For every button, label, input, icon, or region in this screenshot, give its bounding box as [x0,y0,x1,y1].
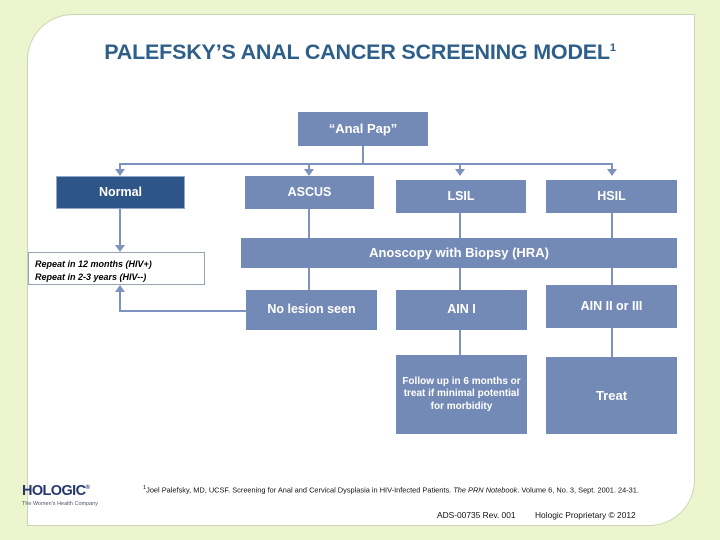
node-no-lesion-seen[interactable]: No lesion seen [246,290,377,330]
node-anoscopy-hra-label: Anoscopy with Biopsy (HRA) [369,245,549,261]
node-ain-1-label: AIN I [447,302,476,317]
node-hsil[interactable]: HSIL [546,180,677,213]
node-repeat-line1: Repeat in 12 months (HIV+) [35,259,152,269]
node-hsil-label: HSIL [597,188,626,203]
connector-anoscopy-to-ain23 [611,268,613,285]
citation-journal: The PRN Notebook [453,485,518,495]
proprietary-notice: Hologic Proprietary © 2012 [535,510,636,520]
node-anal-pap-label: “Anal Pap” [328,121,398,137]
hologic-wordmark: HOLOGIC® [22,484,120,499]
connector-lsil-to-anoscopy [459,213,461,238]
connector-drop-hsil [611,163,613,171]
connector-nolesion-up [119,291,121,311]
connector-drop-lsil [459,163,461,171]
node-normal-label: Normal [98,184,143,199]
page-title-footnote-marker: 1 [609,41,616,54]
connector-ain23-to-treat [611,328,613,357]
page-title-text: PALEFSKY’S ANAL CANCER SCREENING MODEL [104,40,610,64]
left-accent-strip [0,0,27,540]
arrowhead-normal [115,169,125,176]
node-no-lesion-seen-label: No lesion seen [267,302,356,317]
connector-drop-ascus [308,163,310,171]
node-normal[interactable]: Normal [56,176,185,209]
node-ain-2-or-3-label: AIN II or III [580,298,643,313]
arrowhead-repeat-loop [115,285,125,292]
node-ascus-label: ASCUS [287,184,332,199]
citation-marker: 1 [143,485,147,491]
connector-nolesion-left [119,310,247,312]
connector-drop-normal [119,163,121,171]
arrowhead-repeat [115,245,125,252]
arrowhead-lsil [455,169,465,176]
connector-normal-to-repeat [119,209,121,247]
document-number: ADS-00735 Rev. 001 [437,510,516,520]
node-follow-up[interactable]: Follow up in 6 months or treat if minima… [396,355,527,434]
node-repeat-interval[interactable]: Repeat in 12 months (HIV+) Repeat in 2-3… [28,252,205,285]
node-ain-1[interactable]: AIN I [396,290,527,330]
node-lsil-label: LSIL [447,188,475,203]
connector-analpap-stem [362,146,364,163]
arrowhead-ascus [304,169,314,176]
node-treat-label: Treat [595,387,628,403]
node-ascus[interactable]: ASCUS [245,176,374,209]
node-anal-pap[interactable]: “Anal Pap” [298,112,428,146]
hologic-tagline: The Women's Health Company [22,500,98,507]
connector-ain1-to-followup [459,330,461,355]
node-repeat-line2: Repeat in 2-3 years (HIV--) [35,272,147,283]
citation-text-a: Joel Palefsky, MD, UCSF. Screening for A… [146,485,454,495]
connector-bus-horizontal [119,163,613,165]
citation-text-b: . Volume 6, No. 3, Sept. 2001. 24-31. [517,485,639,495]
connector-anoscopy-to-ain1 [459,268,461,290]
connector-hsil-to-anoscopy [611,213,613,238]
node-anoscopy-hra[interactable]: Anoscopy with Biopsy (HRA) [241,238,677,268]
hologic-logo: HOLOGIC® The Women's Health Company [22,484,120,512]
connector-ascus-to-anoscopy [308,209,310,238]
hologic-wordmark-text: HOLOGIC [22,483,86,499]
page-title: PALEFSKY’S ANAL CANCER SCREENING MODEL1 [0,40,720,65]
node-follow-up-label: Follow up in 6 months or treat if minima… [402,376,521,412]
registered-trademark-icon: ® [85,485,90,492]
arrowhead-hsil [607,169,617,176]
node-treat[interactable]: Treat [546,357,677,434]
node-lsil[interactable]: LSIL [396,180,526,213]
connector-anoscopy-to-nolesion [308,268,310,290]
node-ain-2-or-3[interactable]: AIN II or III [546,285,677,328]
citation-footnote: 1Joel Palefsky, MD, UCSF. Screening for … [143,484,683,496]
